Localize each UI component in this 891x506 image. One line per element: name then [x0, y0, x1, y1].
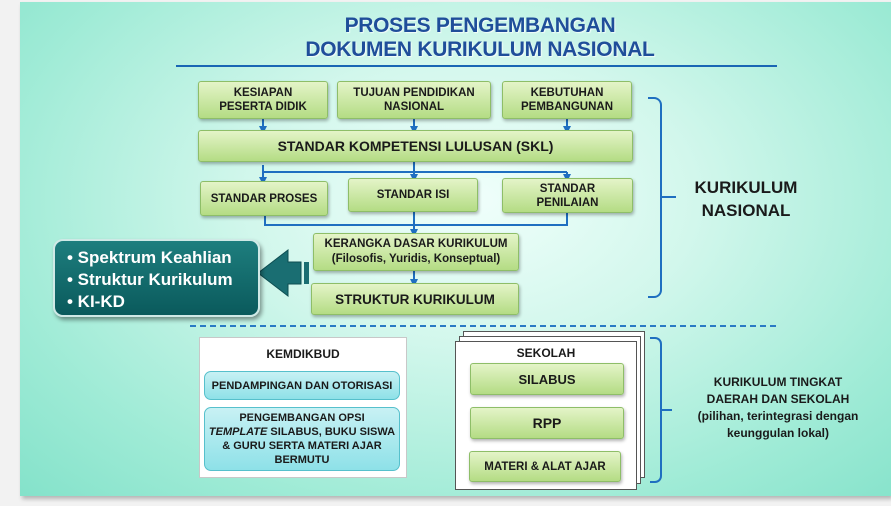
box-standar-isi: STANDAR ISI: [348, 178, 478, 212]
title-underline: [176, 65, 777, 67]
brace-tip: [662, 196, 676, 198]
label-kurikulum-daerah-sekolah: KURIKULUM TINGKAT DAERAH DAN SEKOLAH (pi…: [697, 375, 859, 440]
box-pengembangan-opsi: PENGEMBANGAN OPSI TEMPLATE SILABUS, BUKU…: [204, 407, 400, 471]
bullet-ki-kd: • KI-KD: [67, 292, 125, 311]
box-skl: STANDAR KOMPETENSI LULUSAN (SKL): [198, 130, 633, 162]
bullet-struktur-kurikulum: • Struktur Kurikulum: [67, 270, 233, 289]
box-materi-alat-ajar: MATERI & ALAT AJAR: [469, 451, 621, 482]
brace-kurikulum-nasional: [648, 97, 662, 298]
title-line-2: DOKUMEN KURIKULUM NASIONAL: [305, 38, 655, 61]
box-pendampingan-otorisasi: PENDAMPINGAN DAN OTORISASI: [204, 371, 400, 400]
box-standar-proses: STANDAR PROSES: [200, 181, 328, 216]
box-kerangka-dasar-kurikulum: KERANGKA DASAR KURIKULUM(Filosofis, Yuri…: [313, 233, 519, 271]
title-line-1: PROSES PENGEMBANGAN: [344, 14, 616, 37]
brace-kurikulum-daerah: [650, 337, 662, 483]
page-title: PROSES PENGEMBANGAN DOKUMEN KURIKULUM NA…: [230, 14, 730, 62]
box-rpp: RPP: [470, 407, 624, 439]
box-spektrum-struktur-kikd: • Spektrum Keahlian • Struktur Kurikulum…: [53, 239, 260, 317]
bullet-spektrum-keahlian: • Spektrum Keahlian: [67, 248, 232, 267]
label-kurikulum-nasional: KURIKULUM NASIONAL: [694, 178, 798, 220]
dashed-separator: [190, 325, 776, 327]
box-struktur-kurikulum: STRUKTUR KURIKULUM: [311, 283, 519, 315]
box-silabus: SILABUS: [470, 363, 624, 395]
label-sekolah: SEKOLAH: [516, 346, 576, 360]
brace-tip-lower: [662, 409, 672, 411]
label-kemdikbud: KEMDIKBUD: [266, 347, 340, 361]
